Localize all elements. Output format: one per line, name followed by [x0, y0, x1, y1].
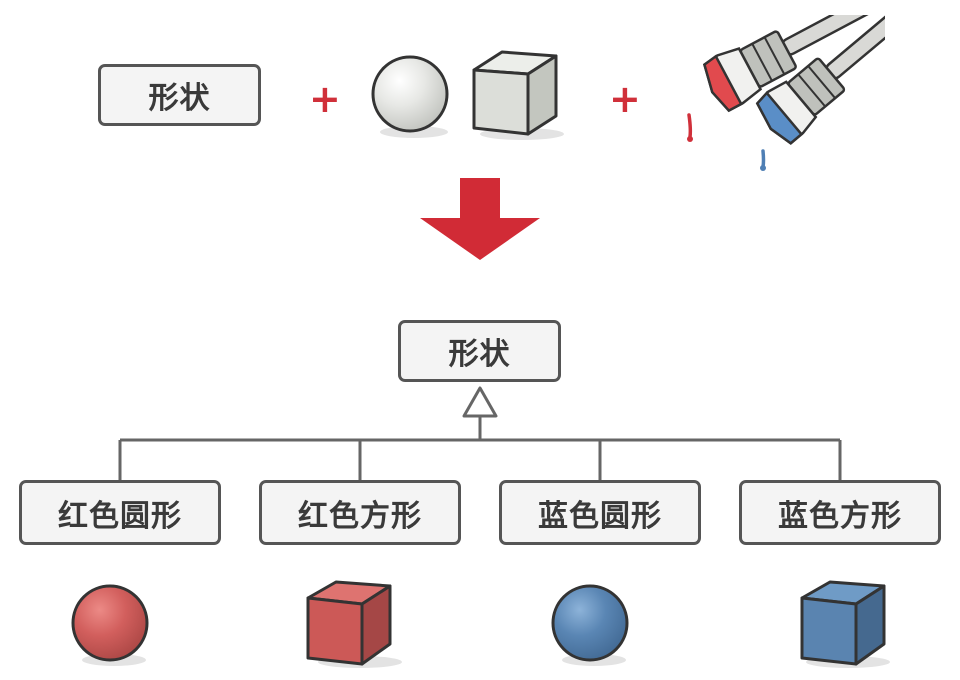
- shape-box-top: 形状: [98, 64, 261, 126]
- plus-sign-2: +: [609, 77, 641, 121]
- blue-paintbrush-icon: [755, 15, 885, 171]
- blue-circle-box: 蓝色圆形: [499, 480, 701, 545]
- red-cube-icon: [306, 580, 402, 668]
- blue-sphere-icon: [551, 584, 629, 666]
- paintbrushes-illustration: [687, 15, 885, 171]
- inheritance-arrow-icon: [462, 386, 498, 418]
- blue-square-box: 蓝色方形: [739, 480, 941, 545]
- shape-parent-box: 形状: [398, 320, 561, 382]
- gray-cube-icon: [472, 50, 564, 140]
- red-paintbrush-icon: [687, 15, 883, 142]
- red-square-box: 红色方形: [259, 480, 461, 545]
- down-arrow-icon: [420, 178, 540, 260]
- plus-sign-1: +: [309, 77, 341, 121]
- blue-cube-icon: [800, 580, 890, 668]
- red-circle-box: 红色圆形: [19, 480, 221, 545]
- red-sphere-icon: [71, 584, 149, 666]
- gray-sphere-icon: [371, 55, 449, 138]
